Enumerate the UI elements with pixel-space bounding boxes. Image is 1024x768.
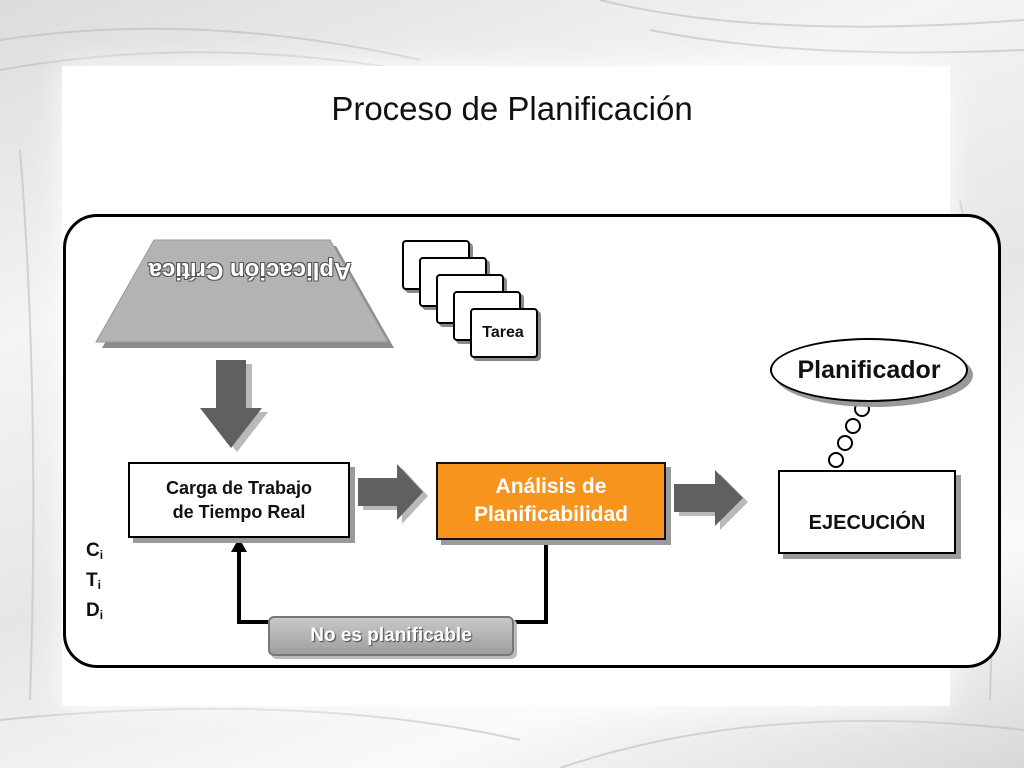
workload-box: Carga de Trabajo de Tiempo Real (128, 462, 350, 538)
workload-line-1: Carga de Trabajo (165, 478, 313, 498)
param-d: Di (86, 600, 104, 622)
feedback-line (514, 538, 548, 624)
slide-title: Proceso de Planificación (331, 90, 693, 127)
analysis-line-2: Planificabilidad (473, 503, 629, 526)
down-arrow (200, 360, 262, 448)
thought-bubble-3 (837, 435, 853, 451)
critical-app-label: Aplicación Crítica (148, 257, 352, 284)
param-t: Ti (86, 570, 101, 592)
task-card-5 (470, 308, 538, 358)
feedback-arrowhead (231, 538, 247, 552)
scheduler-label: Planificador (797, 355, 941, 384)
analysis-box: Análisis de Planificabilidad (436, 462, 666, 540)
feedback-line-return (237, 550, 268, 624)
execution-box: EJECUCIÓN (778, 470, 956, 554)
execution-label: EJECUCIÓN (808, 512, 926, 534)
thought-bubble-2 (845, 418, 861, 434)
right-arrow-2 (674, 470, 743, 526)
scheduler-ellipse: Planificador (770, 338, 968, 402)
thought-bubble-4 (828, 452, 844, 468)
analysis-line-1: Análisis de (495, 475, 607, 498)
thought-bubble-1 (854, 401, 870, 417)
not-schedulable-label: No es planificable (268, 616, 514, 656)
right-arrow-1 (358, 464, 423, 520)
critical-app-trapezoid (95, 239, 389, 343)
workload-line-2: de Tiempo Real (172, 502, 306, 522)
task-label: Tarea (482, 324, 524, 341)
param-c: Ci (86, 540, 104, 562)
task-parameters: Ci Ti Di (86, 538, 103, 628)
